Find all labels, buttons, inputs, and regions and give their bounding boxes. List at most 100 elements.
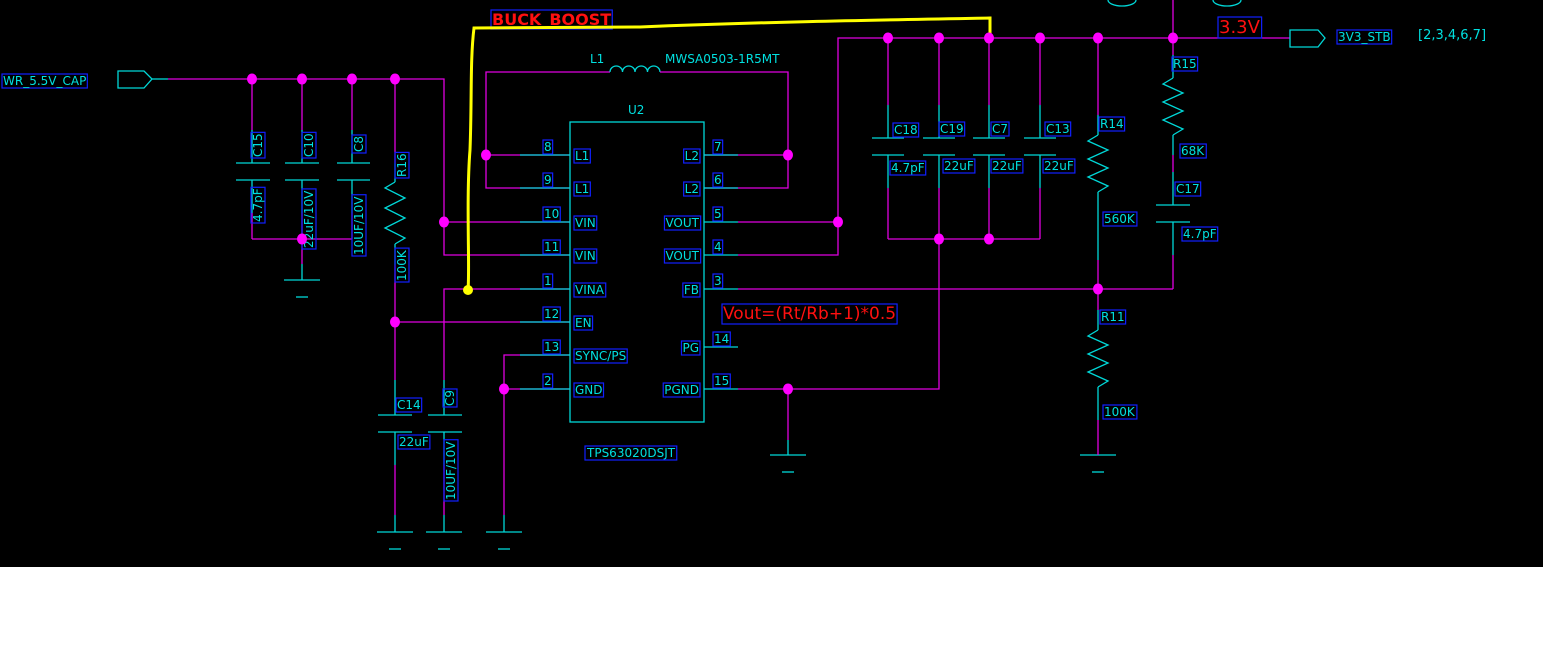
junction-dot xyxy=(1093,32,1103,44)
component-ref-c19[interactable]: C19 xyxy=(940,122,964,136)
label-box xyxy=(397,434,431,450)
component-value-c7[interactable]: 22uF xyxy=(992,159,1022,173)
pin-name: L1 xyxy=(575,182,589,196)
inductor-ref: L1 xyxy=(590,52,604,66)
component-ref-c7[interactable]: C7 xyxy=(992,122,1008,136)
label-box xyxy=(542,206,561,222)
label-box xyxy=(683,181,701,197)
junction-dot xyxy=(297,233,307,245)
component-value-r11[interactable]: 100K xyxy=(1104,405,1136,419)
label-box xyxy=(712,373,731,389)
component-ref-c8[interactable]: C8 xyxy=(352,136,366,152)
junction-dot xyxy=(1035,32,1045,44)
input-port[interactable]: WR_5.5V_CAP xyxy=(1,70,168,89)
output-capacitors xyxy=(872,38,1056,240)
label-box xyxy=(584,445,678,461)
component-ref-r11[interactable]: R11 xyxy=(1101,310,1125,324)
label-box xyxy=(712,239,724,255)
pin-number: 5 xyxy=(714,207,722,221)
pin-name: VIN xyxy=(575,216,596,230)
label-box xyxy=(542,172,554,188)
label-box xyxy=(443,439,459,502)
component-value-c8[interactable]: 10UF/10V xyxy=(352,196,366,255)
junction-dot xyxy=(297,73,307,85)
junction-dot xyxy=(883,32,893,44)
label-box xyxy=(351,134,367,154)
component-value-c15[interactable]: 4.7pF xyxy=(251,188,265,222)
pin-number: 6 xyxy=(714,173,722,187)
component-ref-r14[interactable]: R14 xyxy=(1100,117,1124,131)
label-box xyxy=(542,139,554,155)
component-ref-r15[interactable]: R15 xyxy=(1173,57,1197,71)
label-box xyxy=(662,382,701,398)
label-box xyxy=(250,131,266,159)
label-box xyxy=(542,373,554,389)
component-value-c18[interactable]: 4.7pF xyxy=(891,161,925,175)
component-ref-r16[interactable]: R16 xyxy=(395,153,409,177)
label-box xyxy=(573,181,591,197)
ic-u2[interactable]: U2 TPS63020DSJT 8L19L110VIN11VIN1VINA12E… xyxy=(520,103,738,461)
label-box xyxy=(682,282,701,298)
pin-number: 1 xyxy=(544,274,552,288)
component-ref-c9[interactable]: C9 xyxy=(443,390,457,406)
component-value-c10[interactable]: 22uF/10V xyxy=(302,190,316,248)
component-value-c9[interactable]: 10UF/10V xyxy=(444,441,458,500)
junction-dot xyxy=(833,216,843,228)
component-value-r14[interactable]: 560K xyxy=(1104,212,1136,226)
label-box xyxy=(542,339,561,355)
partial-component-top xyxy=(1212,0,1242,7)
pin-name: VIN xyxy=(575,249,596,263)
component-value-c19[interactable]: 22uF xyxy=(944,159,974,173)
ground-icon xyxy=(284,279,320,298)
label-box xyxy=(712,273,724,289)
label-box xyxy=(1099,309,1127,325)
pin-name: FB xyxy=(684,283,699,297)
output-port-pages[interactable]: [2,3,4,6,7] xyxy=(1418,28,1486,43)
label-box xyxy=(573,148,591,164)
label-box xyxy=(889,160,927,176)
pin-name: VINA xyxy=(575,283,605,297)
junction-dot xyxy=(247,73,257,85)
pin-name: PG xyxy=(682,341,699,355)
component-value-r16[interactable]: 100K xyxy=(395,249,409,281)
component-ref-c14[interactable]: C14 xyxy=(397,398,421,412)
label-box xyxy=(1171,56,1199,72)
junction-dot xyxy=(783,149,793,161)
component-value-c14[interactable]: 22uF xyxy=(399,435,429,449)
junction-dot xyxy=(934,233,944,245)
component-value-c13[interactable]: 22uF xyxy=(1044,159,1074,173)
junction-dot xyxy=(783,383,793,395)
output-port[interactable]: 3V3_STB [2,3,4,6,7] xyxy=(1289,28,1486,48)
component-value-r15[interactable]: 68K xyxy=(1181,144,1205,158)
component-ref-c13[interactable]: C13 xyxy=(1046,122,1070,136)
label-box xyxy=(683,148,701,164)
component-ref-c10[interactable]: C10 xyxy=(302,133,316,157)
pin-number: 10 xyxy=(544,207,559,221)
junction-dot xyxy=(1168,32,1178,44)
label-box xyxy=(1336,29,1393,45)
label-box xyxy=(1217,16,1263,39)
component-ref-c15[interactable]: C15 xyxy=(251,133,265,157)
junction-dot xyxy=(390,73,400,85)
label-box xyxy=(301,131,317,159)
label-box xyxy=(1179,143,1207,159)
label-box xyxy=(1,73,88,89)
label-box xyxy=(250,186,266,224)
component-ref-c17[interactable]: C17 xyxy=(1176,182,1200,196)
label-box xyxy=(395,397,423,413)
pin-number: 4 xyxy=(714,240,722,254)
component-value-c17[interactable]: 4.7pF xyxy=(1183,227,1217,241)
label-box xyxy=(1174,181,1202,197)
inductor-value: MWSA0503-1R5MT xyxy=(665,52,780,66)
pin-number: 14 xyxy=(714,332,729,346)
pin-number: 15 xyxy=(714,374,729,388)
junction-dot xyxy=(984,233,994,245)
junction-dot xyxy=(390,316,400,328)
label-box xyxy=(542,306,561,322)
pin-name: SYNC/PS xyxy=(575,349,626,363)
label-box xyxy=(892,122,920,138)
label-box xyxy=(680,340,701,356)
component-ref-c18[interactable]: C18 xyxy=(894,123,918,137)
